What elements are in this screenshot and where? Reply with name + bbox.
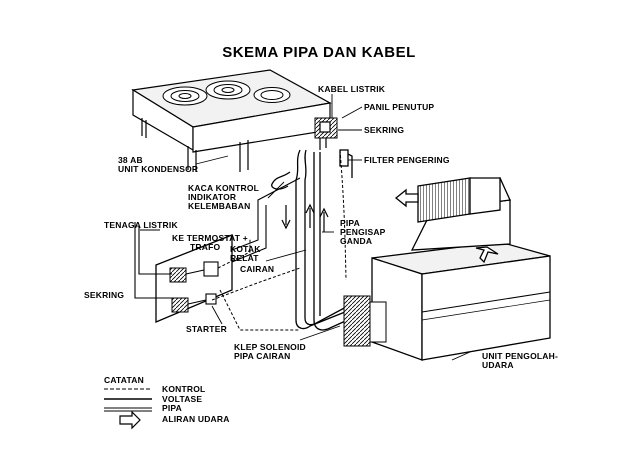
label-filter-drier: FILTER PENGERING (364, 155, 450, 165)
label-sight-glass-3: KELEMBABAN (188, 201, 251, 211)
condenser-fans (162, 80, 291, 106)
label-suction-pipe-2: PENGISAP (340, 227, 386, 237)
label-fuse-left: SEKRING (84, 290, 125, 300)
legend-item-airflow: ALIRAN UDARA (162, 414, 230, 424)
label-air-handler-1: UNIT PENGOLAH- (482, 351, 558, 361)
label-condenser-unit: UNIT KONDENSOR (118, 164, 199, 174)
legend-item-control: KONTROL (162, 384, 206, 394)
label-solenoid-valve-2: PIPA CAIRAN (234, 351, 291, 361)
label-relay-box-2: RELAT (230, 253, 259, 263)
label-sight-glass-1: KACA KONTROL (188, 183, 260, 193)
label-air-handler-2: UDARA (482, 360, 514, 370)
leader-lines (136, 94, 471, 361)
label-electric-cable: KABEL LISTRIK (318, 84, 386, 94)
diagram-title: SKEMA PIPA DAN KABEL (222, 44, 416, 61)
label-suction-pipe-1: PIPA (340, 218, 361, 228)
legend-heading: CATATAN (104, 375, 144, 385)
legend-item-pipe: PIPA (162, 403, 183, 413)
label-cover-panel: PANIL PENUTUP (364, 102, 435, 112)
label-starter: STARTER (186, 324, 227, 334)
label-sight-glass-2: INDIKATOR (188, 192, 237, 202)
label-relay-box-1: KOTAK (230, 244, 261, 254)
refrigerant-pipes (271, 149, 353, 331)
airflow-arrows (394, 188, 499, 264)
condenser-unit (131, 69, 338, 172)
legend-item-voltage: VOLTASE (162, 394, 203, 404)
label-suction-pipe-3: GANDA (340, 236, 373, 246)
electrical-panel (155, 234, 233, 323)
legend-airflow-arrow (119, 410, 141, 430)
legend (104, 388, 152, 430)
label-power-supply: TENAGA LISTRIK (104, 220, 178, 230)
label-liquid: CAIRAN (240, 264, 275, 274)
label-condenser-model: 38 AB (118, 155, 143, 165)
air-handling-unit (343, 177, 551, 361)
flow-arrows (281, 203, 329, 232)
label-solenoid-valve-1: KLEP SOLENOID (234, 342, 306, 352)
label-to-thermostat-1: KE TERMOSTAT + (172, 233, 248, 243)
label-fuse-top: SEKRING (364, 125, 405, 135)
label-to-thermostat-2: TRAFO (190, 242, 221, 252)
